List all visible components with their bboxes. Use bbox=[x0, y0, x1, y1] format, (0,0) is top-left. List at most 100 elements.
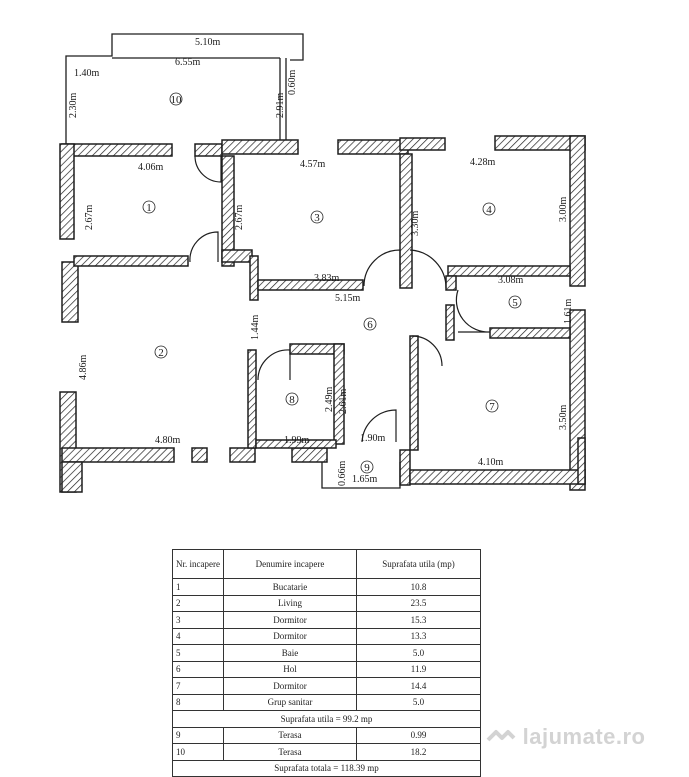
doors bbox=[189, 155, 491, 443]
room-number-5: 5 bbox=[508, 295, 522, 309]
dim-r4-h: 3.00m bbox=[558, 197, 569, 223]
watermark: lajumate.ro bbox=[486, 724, 646, 750]
cell-room-name: Dormitor bbox=[223, 627, 357, 645]
room-number-9: 9 bbox=[360, 460, 374, 474]
dim-r7-w: 4.10m bbox=[478, 457, 504, 468]
dim-hall-h: 1.44m bbox=[250, 315, 261, 341]
dim-r8-h2: 2.61m bbox=[338, 389, 349, 415]
room-numbers: 10 1 3 4 5 6 2 8 7 9 bbox=[142, 92, 522, 474]
cell-area: 15.3 bbox=[356, 611, 481, 629]
svg-text:6: 6 bbox=[367, 319, 373, 331]
dim-terrace-offset: 1.40m bbox=[74, 68, 100, 79]
watermark-text: lajumate.ro bbox=[522, 724, 646, 749]
cell-area: 0.99 bbox=[356, 726, 481, 744]
cell-room-name: Baie bbox=[223, 644, 357, 662]
room-number-3: 3 bbox=[310, 210, 324, 224]
cell-room-number: 4 bbox=[172, 627, 224, 645]
room-number-2: 2 bbox=[154, 345, 168, 359]
dim-r3-bottom: 3.83m bbox=[314, 273, 340, 284]
room-number-4: 4 bbox=[482, 202, 496, 216]
svg-text:4: 4 bbox=[486, 204, 492, 216]
svg-text:9: 9 bbox=[364, 462, 370, 474]
cell-room-number: 7 bbox=[172, 677, 224, 695]
room-number-7: 7 bbox=[485, 399, 499, 413]
dim-r2-h: 4.86m bbox=[78, 355, 89, 381]
cell-area: 23.5 bbox=[356, 594, 481, 612]
watermark-logo-icon bbox=[486, 730, 516, 742]
total-area: Suprafata totala = 118.39 mp bbox=[172, 759, 481, 777]
cell-room-number: 9 bbox=[172, 726, 224, 744]
svg-text:8: 8 bbox=[289, 394, 295, 406]
svg-text:10: 10 bbox=[171, 94, 183, 106]
svg-text:2: 2 bbox=[158, 347, 164, 359]
cell-room-number: 1 bbox=[172, 578, 224, 596]
cell-area: 18.2 bbox=[356, 743, 481, 761]
dim-r8-h1: 2.49m bbox=[324, 387, 335, 413]
cell-room-name: Bucatarie bbox=[223, 578, 357, 596]
dim-r8-w: 1.99m bbox=[284, 435, 310, 446]
room-area-table: Nr. incapere Denumire incapere Suprafata… bbox=[172, 549, 481, 777]
svg-text:7: 7 bbox=[489, 401, 495, 413]
dim-terrace-mid-h: 2.91m bbox=[275, 93, 286, 119]
dim-r9-w2: 1.65m bbox=[352, 474, 378, 485]
dim-r1-h: 2.67m bbox=[84, 205, 95, 231]
cell-room-name: Dormitor bbox=[223, 611, 357, 629]
dim-r7-h: 3.50m bbox=[558, 405, 569, 431]
terrace-9-outline bbox=[321, 462, 401, 489]
dim-r3-w: 4.57m bbox=[300, 159, 326, 170]
dim-r9-w1: 1.90m bbox=[360, 433, 386, 444]
svg-text:1: 1 bbox=[146, 202, 152, 214]
cell-room-number: 6 bbox=[172, 660, 224, 678]
cell-room-name: Hol bbox=[223, 660, 357, 678]
cell-area: 11.9 bbox=[356, 660, 481, 678]
subtotal-usable-area-row: Suprafata utila = 99.2 mp bbox=[172, 710, 481, 728]
total-area-row: Suprafata totala = 118.39 mp bbox=[172, 759, 481, 777]
cell-area: 13.3 bbox=[356, 627, 481, 645]
dim-r9-h: 0.66m bbox=[337, 461, 348, 487]
subtotal-usable-area: Suprafata utila = 99.2 mp bbox=[172, 710, 481, 728]
floor-plan: 5.10m 6.55m 1.40m 2.30m 2.91m 0.60m 4.06… bbox=[59, 33, 586, 493]
cell-room-name: Terasa bbox=[223, 743, 357, 761]
exterior-walls bbox=[59, 135, 586, 493]
svg-text:3: 3 bbox=[314, 212, 320, 224]
cell-area: 5.0 bbox=[356, 693, 481, 711]
cell-room-name: Dormitor bbox=[223, 677, 357, 695]
dim-r1-w: 4.06m bbox=[138, 162, 164, 173]
room-number-6: 6 bbox=[363, 317, 377, 331]
dim-r5-h: 1.61m bbox=[563, 299, 574, 325]
cell-room-name: Grup sanitar bbox=[223, 693, 357, 711]
room-number-8: 8 bbox=[285, 392, 299, 406]
dim-r4-w: 4.28m bbox=[470, 157, 496, 168]
dim-r2-w: 4.80m bbox=[155, 435, 181, 446]
dim-hall-w: 5.15m bbox=[335, 293, 361, 304]
dim-r3-h: 2.67m bbox=[234, 205, 245, 231]
dim-terrace-left-h: 2.30m bbox=[68, 93, 79, 119]
svg-text:5: 5 bbox=[512, 297, 518, 309]
dim-terrace-width: 6.55m bbox=[175, 57, 201, 68]
cell-room-number: 5 bbox=[172, 644, 224, 662]
header-area: Suprafata utila (mp) bbox=[356, 549, 481, 579]
cell-room-number: 2 bbox=[172, 594, 224, 612]
dim-r3-h2: 3.30m bbox=[410, 211, 421, 237]
cell-area: 10.8 bbox=[356, 578, 481, 596]
interior-walls bbox=[73, 153, 571, 451]
cell-room-name: Terasa bbox=[223, 726, 357, 744]
cell-area: 5.0 bbox=[356, 644, 481, 662]
cell-room-number: 8 bbox=[172, 693, 224, 711]
dim-terrace-right-h: 0.60m bbox=[287, 70, 298, 96]
room-number-10: 10 bbox=[169, 92, 183, 106]
dim-r5-w: 3.08m bbox=[498, 275, 524, 286]
table-header-row: Nr. incapere Denumire incapere Suprafata… bbox=[172, 549, 481, 579]
dimension-labels: 5.10m 6.55m 1.40m 2.30m 2.91m 0.60m 4.06… bbox=[68, 37, 574, 486]
